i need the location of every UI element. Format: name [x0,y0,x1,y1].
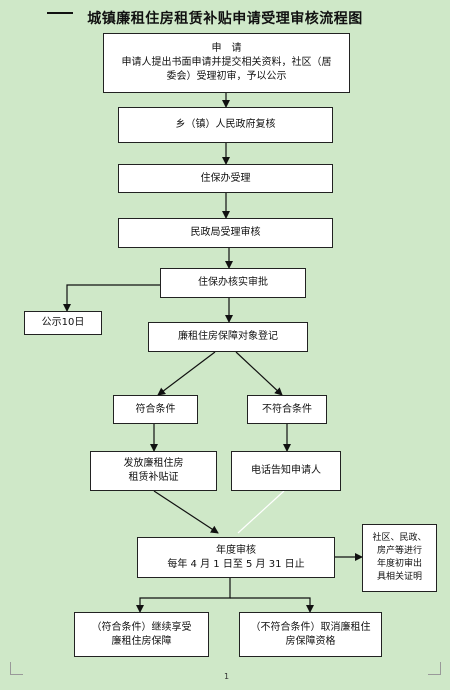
page-title: 城镇廉租住房租赁补贴申请受理审核流程图 [87,11,363,27]
town-review-label: 乡（镇）人民政府复核 [175,119,276,130]
crop-mark-bottom-left [10,662,23,675]
town-review-box: 乡（镇）人民政府复核 [118,107,333,143]
cancel-line2: 房保障资格 [285,635,336,647]
apply-title: 申 请 [211,43,242,54]
side-line1: 社区、民政、 [372,533,427,543]
qualified-label: 符合条件 [135,403,176,415]
housing-accept-label: 住保办受理 [200,172,251,184]
annual-precheck-box: 社区、民政、 房产等进行 年度初审出 具相关证明 [362,524,437,592]
cancel-box: （不符合条件）取消廉租住 房保障资格 [239,612,382,657]
side-line3: 年度初审出 [376,559,422,569]
publicity-box: 公示10日 [24,311,102,335]
civil-review-label: 民政局受理审核 [190,227,261,238]
arrow-notify-to-annual [237,490,285,534]
annual-period: 每年 4 月 1 日至 5 月 31 日止 [167,558,305,570]
title-redaction-mark [47,12,73,14]
approval-label: 住保办核实审批 [198,277,268,288]
continue-box: （符合条件）继续享受 廉租住房保障 [74,612,209,657]
apply-detail-line1: 申请人提出书面申请并提交相关资料，社区（居 [121,57,332,68]
annual-title: 年度审核 [216,544,256,556]
arrow-register-to-qualified [157,351,216,396]
arrow-annual-to-continue [136,578,231,613]
civil-review-box: 民政局受理审核 [118,218,333,248]
annual-review-box: 年度审核 每年 4 月 1 日至 5 月 31 日止 [137,537,335,578]
issue-line2: 租赁补贴证 [128,472,179,483]
issue-line1: 发放廉租住房 [123,458,184,469]
side-line4: 具相关证明 [376,572,422,582]
qualified-box: 符合条件 [113,395,198,424]
notify-box: 电话告知申请人 [231,451,341,491]
approval-box: 住保办核实审批 [160,268,306,298]
publicity-label: 公示10日 [41,317,85,328]
arrow-approval-to-publicity [63,284,160,312]
not-qualified-box: 不符合条件 [247,395,327,424]
apply-detail-line2: 委会）受理初审，予以公示 [166,71,287,82]
page-number: 1 [224,672,230,681]
apply-box: 申 请 申请人提出书面申请并提交相关资料，社区（居 委会）受理初审，予以公示 [103,33,350,93]
register-label: 廉租住房保障对象登记 [178,331,278,342]
arrow-issue-to-annual [153,490,219,534]
continue-line1: （符合条件）继续享受 [91,621,192,633]
notify-label: 电话告知申请人 [251,465,321,476]
crop-mark-bottom-right [428,662,441,675]
continue-line2: 廉租住房保障 [111,635,172,647]
cancel-line1: （不符合条件）取消廉租住 [250,621,371,633]
not-qualified-label: 不符合条件 [262,403,312,415]
housing-accept-box: 住保办受理 [118,164,333,193]
issue-certificate-box: 发放廉租住房 租赁补贴证 [90,451,217,491]
arrow-register-to-not-qualified [235,351,283,396]
register-box: 廉租住房保障对象登记 [148,322,308,352]
side-line2: 房产等进行 [376,546,422,556]
arrow-annual-to-cancel [230,597,314,613]
